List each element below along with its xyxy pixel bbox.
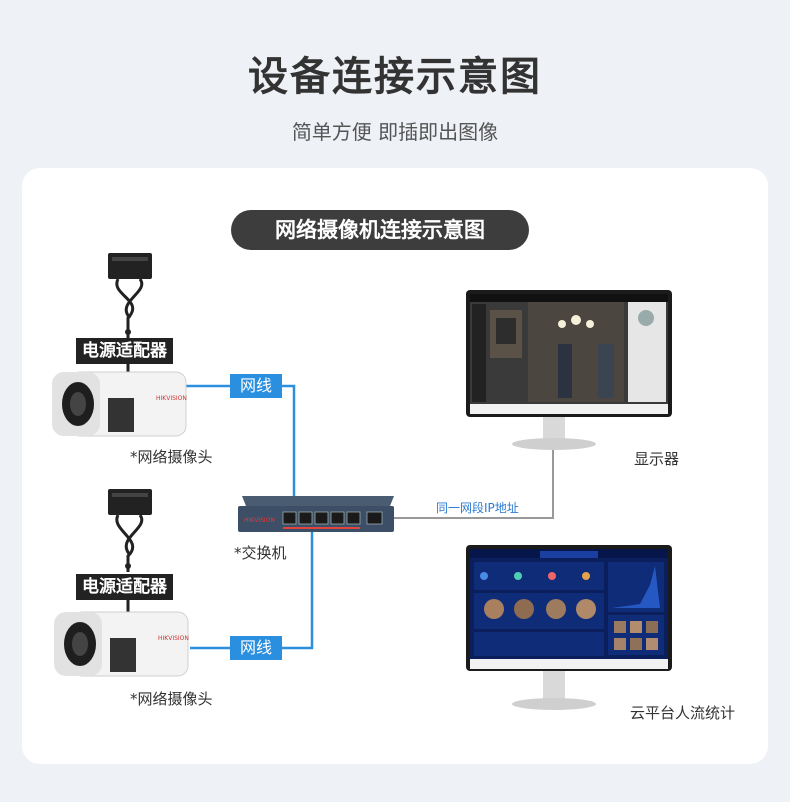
network-switch: HIKVISION xyxy=(238,496,394,532)
cloud-platform-label: 云平台人流统计 xyxy=(630,704,736,722)
power-adapter-1 xyxy=(108,253,152,378)
diagram-title-pill: 网络摄像机连接示意图 xyxy=(231,210,529,250)
cable-switch-monitor xyxy=(394,425,554,519)
monitor-cloud-platform xyxy=(466,545,672,710)
network-cable-label-2: 网线 xyxy=(230,636,283,660)
network-cable-label-1: 网线 xyxy=(230,374,283,398)
switch-label: *交换机 xyxy=(234,544,287,562)
camera-label-1: *网络摄像头 xyxy=(130,448,213,466)
power-adapter-label-1: 电源适配器 xyxy=(76,338,173,364)
page-subtitle: 简单方便 即插即出图像 xyxy=(291,120,499,144)
page-title: 设备连接示意图 xyxy=(248,54,542,100)
camera-label-2: *网络摄像头 xyxy=(130,690,213,708)
cable-camera-1 xyxy=(186,384,296,520)
camera-1: HIKVISION xyxy=(52,371,187,437)
monitor-label: 显示器 xyxy=(634,450,680,468)
cable-camera-2 xyxy=(190,520,314,650)
svg-text:HIKVISION: HIKVISION xyxy=(158,635,189,642)
camera-2: HIKVISION xyxy=(54,611,189,677)
power-adapter-2 xyxy=(108,489,152,612)
svg-text:HIKVISION: HIKVISION xyxy=(156,395,187,402)
power-adapter-label-2: 电源适配器 xyxy=(76,574,173,600)
segment-label: 同一网段IP地址 xyxy=(436,501,519,515)
monitor-display xyxy=(466,290,672,450)
svg-text:HIKVISION: HIKVISION xyxy=(244,517,275,524)
